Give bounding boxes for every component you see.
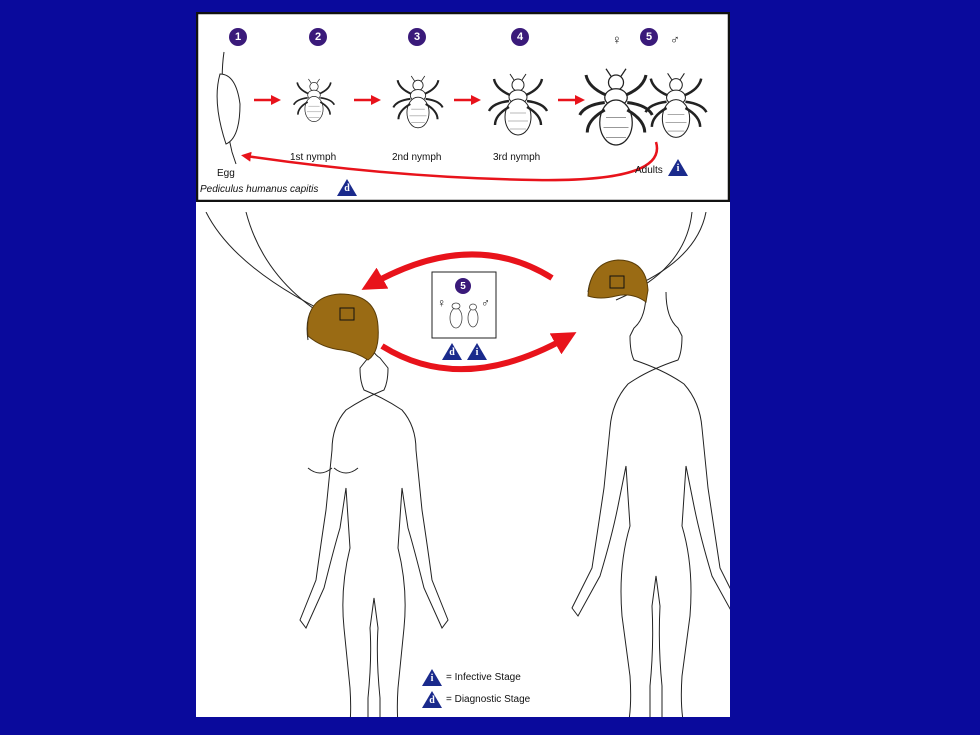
male-host-hair bbox=[587, 259, 649, 303]
female-host-hair bbox=[307, 293, 379, 361]
legend-infective-text: = Infective Stage bbox=[446, 672, 521, 683]
female-host-figure bbox=[299, 295, 449, 717]
legend-diagnostic: d = Diagnostic Stage bbox=[422, 691, 530, 708]
transmission-arrow-bottom bbox=[380, 332, 577, 373]
second-nymph-label: 2nd nymph bbox=[392, 152, 442, 163]
legend-diagnostic-text: = Diagnostic Stage bbox=[446, 694, 531, 705]
inset-stage-5-badge: 5 bbox=[455, 278, 471, 294]
transmission-drawing bbox=[205, 212, 730, 717]
stage-4-badge: 4 bbox=[511, 28, 529, 46]
male-host-figure bbox=[571, 261, 730, 717]
stage-3-badge: 3 bbox=[408, 28, 426, 46]
stage-1-badge: 1 bbox=[229, 28, 247, 46]
first-nymph-label: 1st nymph bbox=[290, 152, 337, 163]
legend-infective: i = Infective Stage bbox=[422, 669, 521, 686]
adults-label: Adults bbox=[635, 165, 663, 176]
egg-drawing bbox=[216, 51, 241, 165]
inset-male-symbol: ♂ bbox=[481, 296, 490, 310]
legend-diagnostic-marker: d bbox=[422, 691, 442, 708]
inset-infective-marker: i bbox=[467, 343, 487, 360]
female-host-zoom-box bbox=[339, 307, 355, 321]
inset-adult-lice bbox=[449, 302, 479, 329]
inset-diagnostic-marker: d bbox=[442, 343, 462, 360]
transmission-panel: 5 ♀ ♂ d i i = Infective Stage d = Diagno… bbox=[196, 212, 730, 717]
transmission-arrow-top bbox=[361, 251, 554, 290]
life-cycle-drawing bbox=[196, 12, 730, 202]
diagnostic-stage-marker: d bbox=[337, 179, 357, 196]
male-symbol: ♂ bbox=[670, 32, 680, 47]
species-name: Pediculus humanus capitis bbox=[200, 184, 319, 195]
female-symbol: ♀ bbox=[612, 32, 622, 47]
stage-5-badge: 5 bbox=[640, 28, 658, 46]
third-nymph-label: 3rd nymph bbox=[493, 152, 541, 163]
egg-label: Egg bbox=[217, 168, 235, 179]
cycle-return-arrow bbox=[241, 141, 659, 182]
life-cycle-panel: 1 2 3 4 5 ♀ ♂ Egg 1st nymph 2nd nymph 3r… bbox=[196, 12, 730, 202]
infective-stage-marker: i bbox=[668, 159, 688, 176]
male-host-zoom-box bbox=[609, 275, 625, 289]
legend-infective-marker: i bbox=[422, 669, 442, 686]
life-cycle-figure: 1 2 3 4 5 ♀ ♂ Egg 1st nymph 2nd nymph 3r… bbox=[196, 12, 730, 717]
inset-female-symbol: ♀ bbox=[437, 296, 446, 310]
stage-2-badge: 2 bbox=[309, 28, 327, 46]
